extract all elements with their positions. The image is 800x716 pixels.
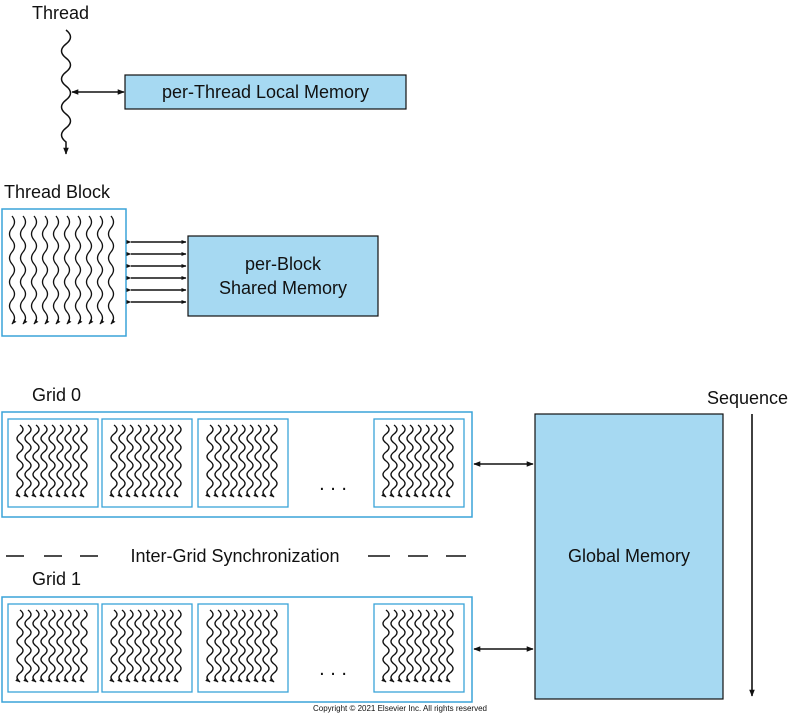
copyright-text: Copyright © 2021 Elsevier Inc. All right… [313, 704, 487, 713]
thread-block-box [1, 208, 127, 337]
grid0-blocks [7, 418, 465, 508]
block-thread-line [63, 215, 72, 325]
block-thread-line [74, 215, 83, 325]
thread-memory-label: per-Thread Local Memory [162, 82, 369, 102]
block-memory-label-line1: per-Block [245, 254, 322, 274]
block-thread-line [41, 215, 50, 325]
block-thread-line [8, 215, 17, 325]
block-thread-line [96, 215, 105, 325]
grid1-thread-block [197, 603, 289, 693]
grid0-thread-block [373, 418, 465, 508]
grid0-label: Grid 0 [32, 385, 81, 405]
thread-squiggle [60, 29, 72, 155]
block-thread-line [107, 215, 116, 325]
grid1-label: Grid 1 [32, 569, 81, 589]
global-memory-label: Global Memory [568, 546, 690, 566]
block-thread-line [19, 215, 28, 325]
grid1-thread-block [101, 603, 193, 693]
thread-label: Thread [32, 3, 89, 23]
sync-label: Inter-Grid Synchronization [130, 546, 339, 566]
block-memory-arrows [126, 240, 187, 304]
block-memory-label-line2: Shared Memory [219, 278, 347, 298]
thread-block-threads [8, 215, 116, 325]
global-memory-box [534, 413, 724, 700]
grid1-ellipsis: . . . [319, 658, 347, 680]
grid1-thread-block [7, 603, 99, 693]
grid1-blocks [7, 603, 465, 693]
thread-block-label: Thread Block [4, 182, 111, 202]
block-thread-line [30, 215, 39, 325]
sequence-label: Sequence [707, 388, 788, 408]
block-memory-box [187, 235, 379, 317]
thread-memory-box [124, 74, 407, 110]
grid0-thread-block [197, 418, 289, 508]
grid1-thread-block [373, 603, 465, 693]
grid0-thread-block [101, 418, 193, 508]
block-thread-line [52, 215, 61, 325]
block-thread-line [85, 215, 94, 325]
grid0-ellipsis: . . . [319, 473, 347, 495]
grid0-thread-block [7, 418, 99, 508]
